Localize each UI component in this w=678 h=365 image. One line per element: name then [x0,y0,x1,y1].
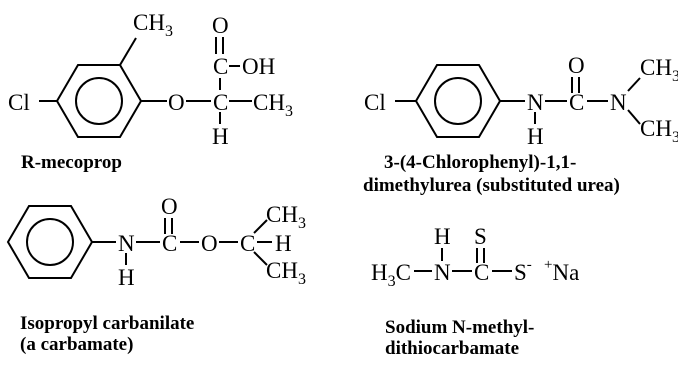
urea-n1-h-atom: H [527,124,544,149]
dithiocarbamate-n-h-atom: H [434,224,451,249]
dithiocarbamate-caption-line2: dithiocarbamate [385,338,519,359]
carbamate-iso-h-atom: H [275,231,292,256]
mecoprop-methyl-group: CH3 [133,10,173,40]
urea-carbonyl-o-atom: O [568,53,585,78]
mecoprop-alpha-h-atom: H [212,124,229,149]
dithiocarbamate-structure: H3C N H C S S- +Na Sodium N-methyl- dith… [371,224,579,359]
carbamate-carbonyl-c-atom: C [162,231,177,256]
mecoprop-ether-o-atom: O [168,90,185,115]
dithiocarbamate-caption-line1: Sodium N-methyl- [385,317,534,338]
mecoprop-alpha-c-atom: C [213,90,228,115]
dithiocarbamate-thiolate-group: S- [514,257,532,285]
urea-n-methyl-bottom-bond [627,109,641,125]
urea-caption-line2: dimethylurea (substituted urea) [363,175,620,196]
urea-methyl-top-group: CH3 [640,55,678,85]
mecoprop-cl-atom: Cl [8,90,30,115]
mecoprop-caption: R-mecoprop [21,152,122,173]
urea-n1-atom: N [527,90,544,115]
carbamate-c-methyl-bottom-bond [253,251,268,266]
mecoprop-carbonyl-o-atom: O [212,13,229,38]
urea-n2-atom: N [610,90,627,115]
carbamate-carbonyl-o-atom: O [161,194,178,219]
urea-structure: Cl N H C O N CH3 CH3 3-(4-Chlorophenyl)-… [363,53,678,196]
dithiocarbamate-c-atom: C [474,260,489,285]
carbamate-methyl-bottom-group: CH3 [266,258,306,288]
urea-aromatic-circle [434,77,482,125]
urea-methyl-bottom-group: CH3 [640,116,678,146]
dithiocarbamate-methyl-group: H3C [371,260,411,290]
carbamate-iso-c-atom: C [240,231,255,256]
carbamate-benzene-ring [6,205,94,279]
carbamate-caption-line1: Isopropyl carbanilate [20,313,194,334]
mecoprop-methyl-bond [119,37,137,66]
urea-caption-line1: 3-(4-Chlorophenyl)-1,1- [384,152,576,173]
dithiocarbamate-sodium-ion: +Na [544,257,579,285]
urea-cl-atom: Cl [364,90,386,115]
carbamate-n-h-atom: H [118,265,135,290]
mecoprop-oh-group: OH [242,54,275,79]
mecoprop-methyl2-group: CH3 [253,90,293,120]
urea-benzene-ring [414,64,502,138]
dithiocarbamate-n-atom: N [434,260,451,285]
mecoprop-structure: Cl CH3 O C H CH3 C O OH R-mecoprop [8,10,293,173]
carbamate-structure: N H C O O C CH3 H CH3 Isopropyl carbanil… [6,194,306,355]
carbamate-ester-o-atom: O [201,231,218,256]
mecoprop-aromatic-circle [75,77,123,125]
carbamate-methyl-top-group: CH3 [266,202,306,232]
carbamate-c-methyl-top-bond [253,219,268,234]
mecoprop-acid-c-atom: C [213,54,228,79]
urea-carbonyl-c-atom: C [569,90,584,115]
urea-n-methyl-top-bond [627,77,641,92]
carbamate-aromatic-circle [26,218,74,266]
carbamate-n-atom: N [118,231,135,256]
carbamate-caption-line2: (a carbamate) [20,334,133,355]
mecoprop-benzene-ring [55,64,143,138]
dithiocarbamate-double-s-atom: S [474,224,487,249]
